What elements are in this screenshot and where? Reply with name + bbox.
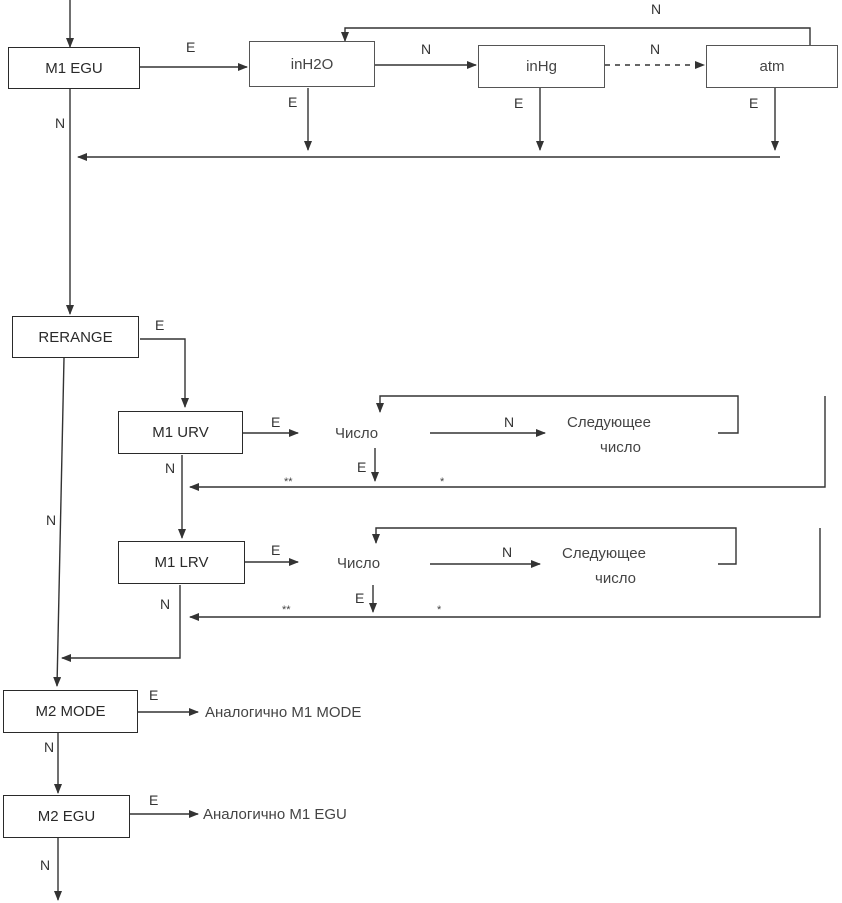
label-e-m2-egu: E — [149, 792, 159, 808]
box-rerange: RERANGE — [12, 316, 139, 358]
marker-star-urv: * — [440, 476, 445, 488]
marker-double-star-urv: ** — [284, 476, 293, 488]
label-e-rerange: E — [155, 317, 165, 333]
label-e-lrv-down: E — [355, 590, 365, 606]
label-n-m2-mode-down: N — [44, 739, 55, 755]
label-e-lrv: E — [271, 542, 281, 558]
return-lrv — [189, 528, 821, 621]
text-next-number-lrv-1: Следующее — [562, 545, 646, 562]
label-n-lrv-down: N — [160, 596, 171, 612]
label-n-m2-egu-down: N — [40, 857, 51, 873]
label-n-lrv-next: N — [502, 544, 513, 560]
loop-next-to-number-urv — [376, 395, 739, 434]
label-n-inh2o-inhg: N — [421, 41, 432, 57]
box-m1-lrv: M1 LRV — [118, 541, 245, 584]
box-m2-egu: M2 EGU — [3, 795, 130, 838]
label-e-urv: E — [271, 414, 281, 430]
label-e-m2-mode: E — [149, 687, 159, 703]
box-m1-egu: M1 EGU — [8, 47, 140, 89]
label-n-egu-down: N — [55, 115, 66, 131]
box-inh2o: inH2O — [249, 41, 375, 87]
label-n-loop: N — [651, 1, 662, 17]
label-e-urv-down: E — [357, 459, 367, 475]
loop-next-to-number-lrv — [372, 527, 737, 565]
label-n-inhg-atm: N — [650, 41, 661, 57]
text-next-number-urv-1: Следующее — [567, 414, 651, 431]
loop-atm-to-inh2o — [341, 27, 811, 45]
return-urv — [189, 396, 826, 491]
box-m1-urv: M1 URV — [118, 411, 243, 454]
marker-double-star-lrv: ** — [282, 604, 291, 616]
lrv-n-to-trunk — [61, 585, 181, 662]
text-similar-m1-mode: Аналогично M1 MODE — [205, 704, 362, 721]
text-next-number-lrv-2: число — [595, 570, 636, 587]
text-number-urv: Число — [335, 425, 379, 442]
label-e-inh2o-down: E — [288, 94, 298, 110]
label-e-atm-down: E — [749, 95, 759, 111]
label-n-urv-down: N — [165, 460, 176, 476]
trunk-rerange-to-m2mode — [53, 357, 65, 687]
box-atm: atm — [706, 45, 838, 88]
label-n-urv-next: N — [504, 414, 515, 430]
label-e-egu-inh2o: E — [186, 39, 196, 55]
marker-star-lrv: * — [437, 604, 442, 616]
text-next-number-urv-2: число — [600, 439, 641, 456]
label-n-rerange-down: N — [46, 512, 57, 528]
rerange-e-path — [140, 338, 189, 408]
box-inhg: inHg — [478, 45, 605, 88]
label-e-inhg-down: E — [514, 95, 524, 111]
text-similar-m1-egu: Аналогично M1 EGU — [203, 806, 347, 823]
box-m2-mode: M2 MODE — [3, 690, 138, 733]
text-number-lrv: Число — [337, 555, 381, 572]
